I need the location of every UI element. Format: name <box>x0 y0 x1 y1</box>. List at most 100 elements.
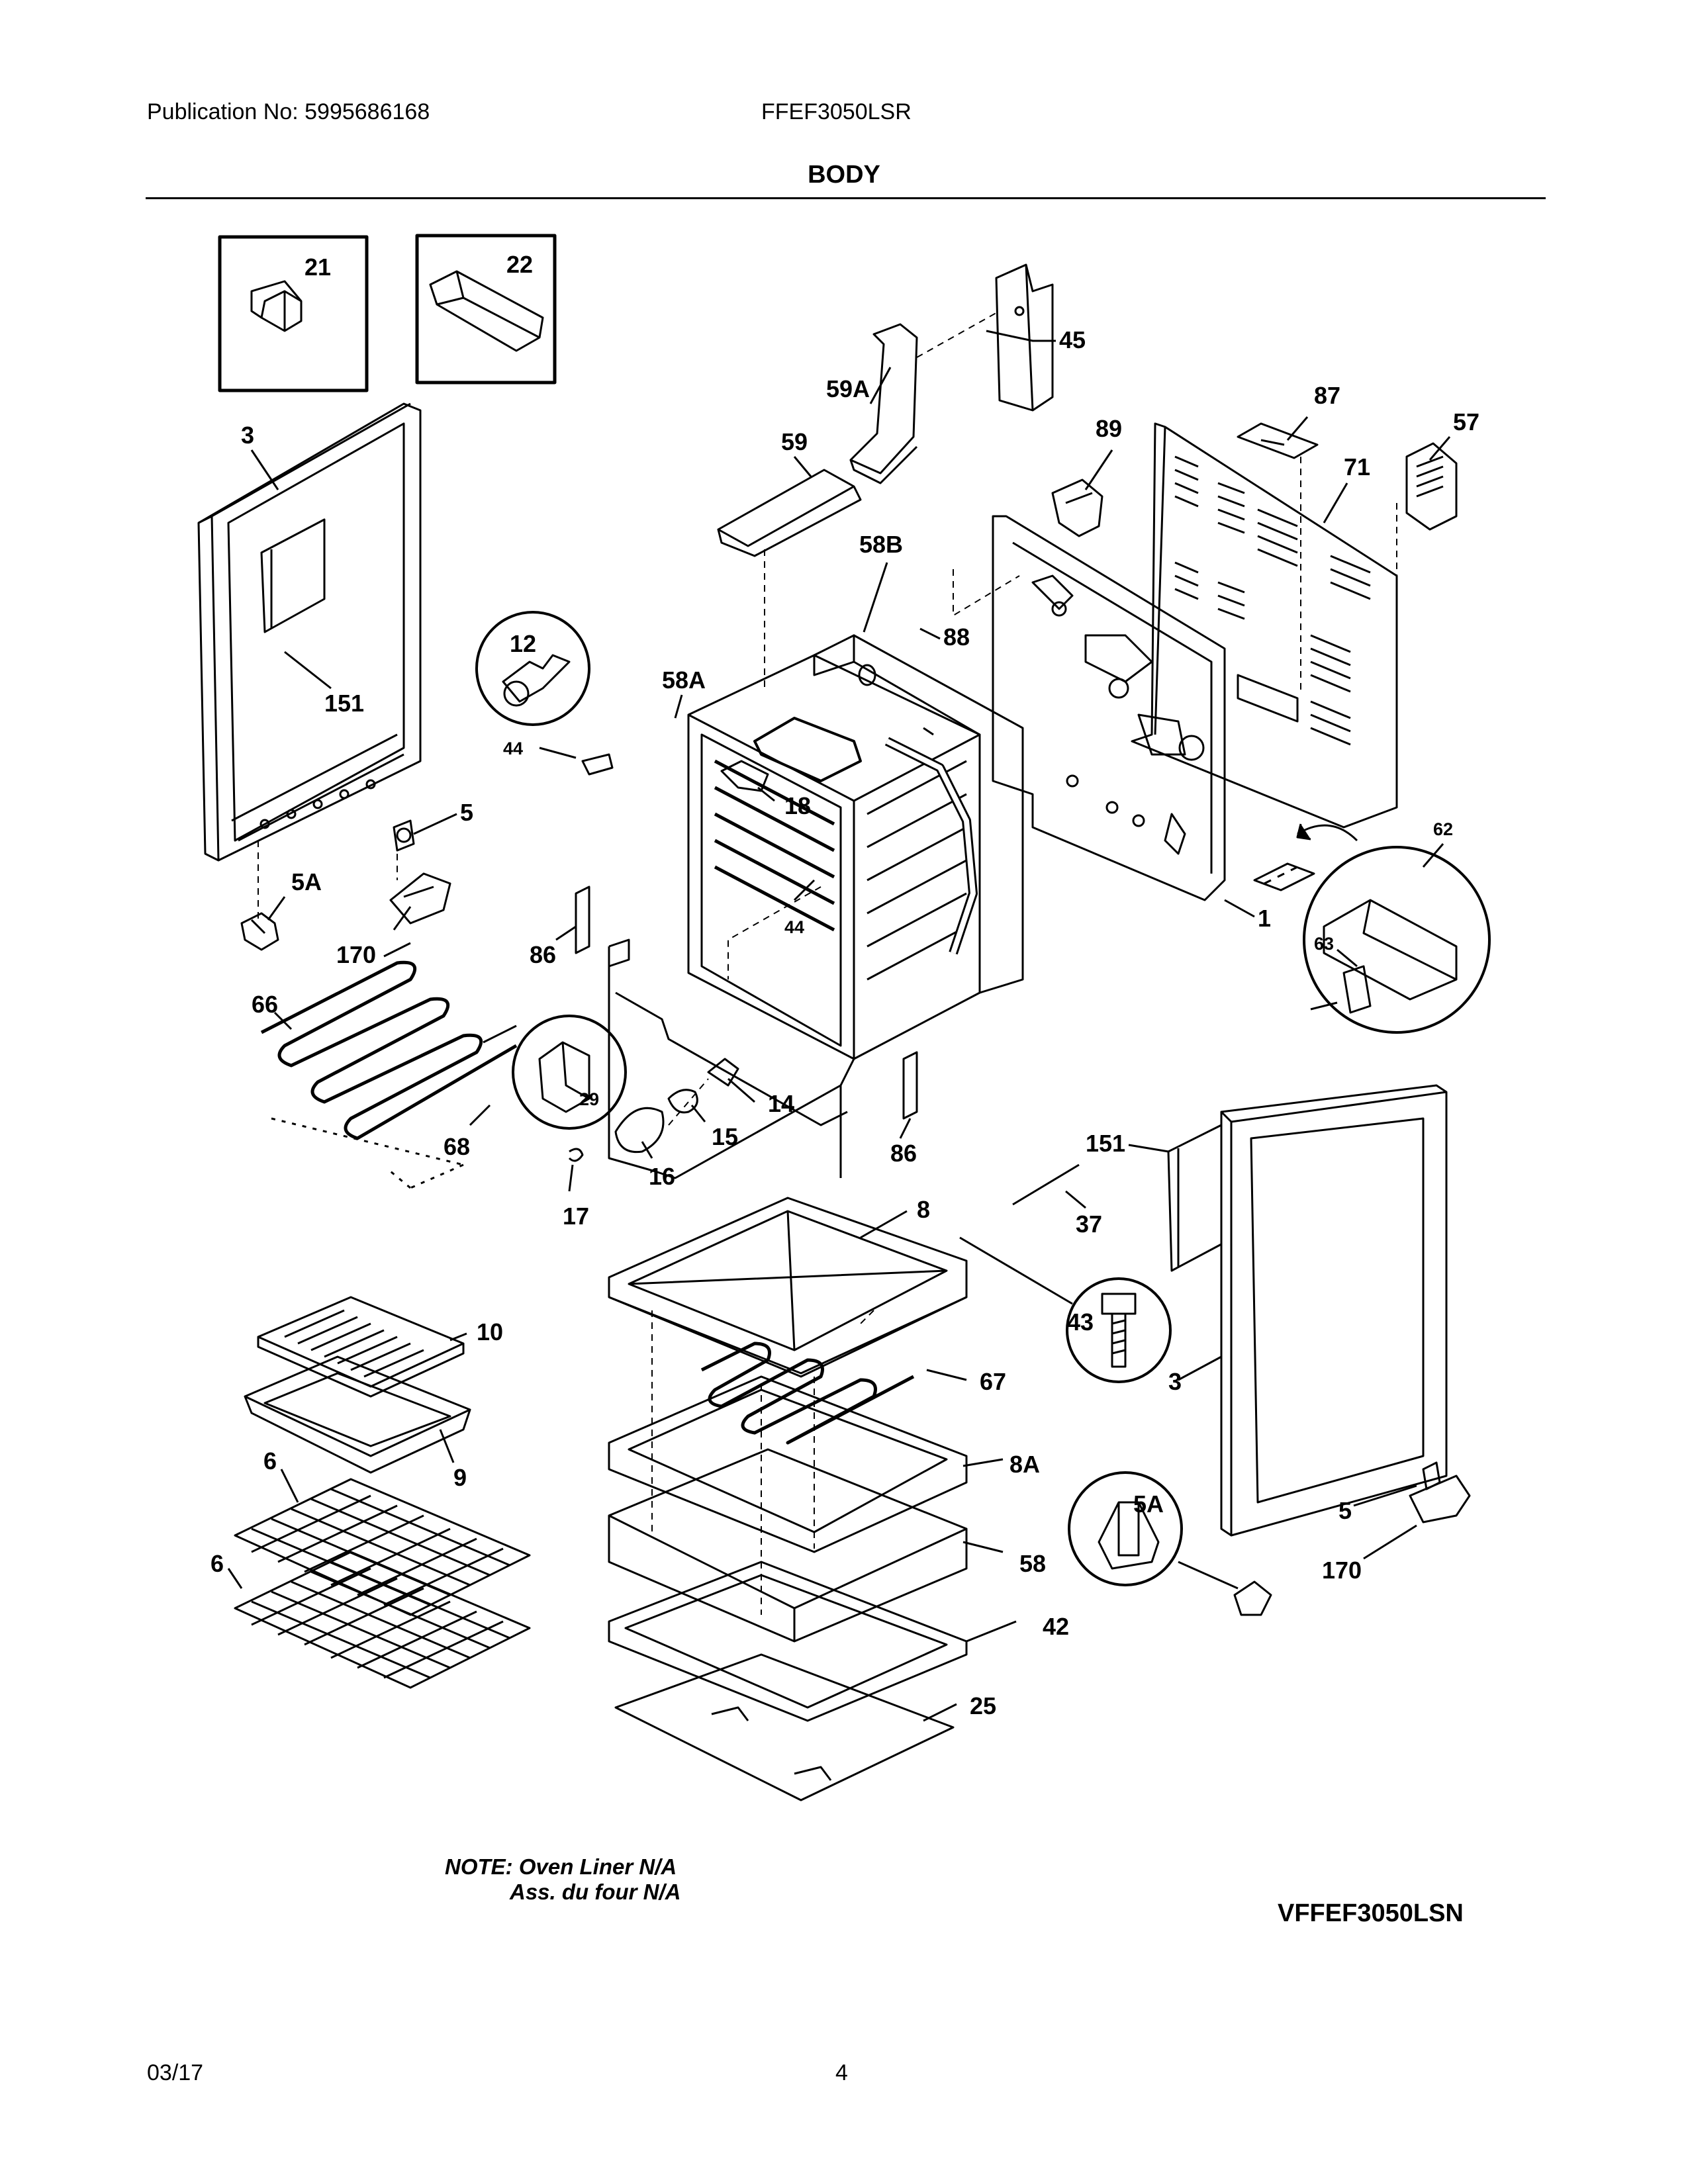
broil-element-67 <box>700 1342 915 1445</box>
bracket-170-left <box>389 872 451 925</box>
leader-14 <box>727 1077 755 1103</box>
callout-3-right: 3 <box>1168 1368 1182 1395</box>
leader-62 <box>1422 843 1444 868</box>
note-line-2: Ass. du four N/A <box>510 1880 681 1904</box>
leader-42 <box>966 1620 1017 1643</box>
leader-58B <box>863 562 888 633</box>
callout-63: 63 <box>1314 934 1334 954</box>
callout-15: 15 <box>712 1123 738 1150</box>
callout-58A: 58A <box>662 666 706 694</box>
inset-box-22 <box>415 234 557 385</box>
side-panel-3-right <box>1220 1084 1448 1537</box>
callout-14: 14 <box>768 1090 794 1117</box>
rear-frame-1 <box>992 515 1226 901</box>
callout-16: 16 <box>649 1163 675 1190</box>
callout-18: 18 <box>784 792 811 819</box>
callout-12: 12 <box>510 630 536 657</box>
leader-37 <box>1065 1190 1086 1209</box>
callout-87: 87 <box>1314 382 1340 409</box>
arrow-head <box>1296 823 1311 841</box>
wire-37 <box>1012 1163 1080 1206</box>
lamp-cover-16 <box>614 1107 665 1154</box>
callout-8A: 8A <box>1009 1451 1040 1478</box>
insulation-58B <box>813 634 1024 994</box>
callout-66: 66 <box>252 991 278 1018</box>
leader-25 <box>923 1703 957 1722</box>
leader-68 <box>469 1104 491 1126</box>
leader-58 <box>962 1541 1004 1553</box>
leader-44b <box>793 879 816 901</box>
leader-170-right <box>1363 1524 1417 1560</box>
page-number: 4 <box>835 2060 848 2085</box>
broiler-grid-10 <box>257 1296 465 1398</box>
leader-57 <box>1429 436 1451 461</box>
leader-17 <box>568 1164 574 1192</box>
oven-cavity-58A <box>608 654 981 1179</box>
leader-15 <box>690 1105 706 1122</box>
inset-62 <box>1303 846 1491 1034</box>
page-title: BODY <box>808 161 880 189</box>
leveler-5-left <box>393 819 415 852</box>
plate-87 <box>1237 422 1319 459</box>
diagram-code: VFFEF3050LSN <box>1278 1899 1464 1927</box>
leader-44a <box>539 747 577 759</box>
leader-1 <box>1224 899 1255 918</box>
leader-45 <box>986 330 1056 342</box>
callout-10: 10 <box>477 1318 503 1345</box>
callout-86-right: 86 <box>890 1140 917 1167</box>
leader-170-left <box>393 906 412 931</box>
element-bracket <box>383 942 517 1044</box>
leader-16 <box>641 1141 653 1159</box>
side-panel-3-left <box>197 402 422 862</box>
callout-6-upper: 6 <box>263 1447 277 1475</box>
callout-67: 67 <box>980 1368 1006 1395</box>
socket-14 <box>707 1058 739 1087</box>
callout-71: 71 <box>1344 453 1370 480</box>
leader-8A <box>962 1458 1004 1467</box>
sensor-12 <box>581 753 614 776</box>
callout-89: 89 <box>1096 415 1122 442</box>
inset-29 <box>512 1015 627 1130</box>
leader-5-right <box>1353 1484 1417 1507</box>
leader-5-left <box>413 813 457 835</box>
oven-rack-6-lower <box>234 1551 531 1689</box>
broiler-pan-9 <box>244 1355 471 1474</box>
inset-43 <box>1066 1277 1172 1383</box>
back-panel-71 <box>1131 422 1398 829</box>
note-line-1: NOTE: Oven Liner N/A <box>445 1854 677 1879</box>
leader-86-left <box>555 925 577 941</box>
duct-59A <box>849 323 918 484</box>
insulation-58 <box>608 1448 968 1643</box>
callout-170-left: 170 <box>336 941 376 968</box>
leader-89 <box>1084 449 1113 490</box>
leader-6b <box>227 1568 243 1589</box>
leader-18 <box>757 786 775 802</box>
leader-9 <box>439 1429 455 1463</box>
callout-1: 1 <box>1258 905 1271 932</box>
callout-151-left: 151 <box>324 690 364 717</box>
leader-151-left <box>284 651 332 690</box>
leader-87 <box>1286 416 1309 441</box>
oven-top-8 <box>608 1197 968 1378</box>
bake-element-66 <box>260 960 518 1140</box>
leveler-5-right <box>1422 1461 1441 1490</box>
inset-12 <box>475 611 590 726</box>
leader-63 <box>1336 948 1358 968</box>
leader-88 <box>919 627 941 640</box>
callout-17: 17 <box>563 1203 589 1230</box>
callout-68: 68 <box>444 1133 470 1160</box>
leader-3-right <box>1178 1355 1222 1381</box>
callout-62: 62 <box>1433 819 1453 839</box>
leg-5A-left <box>240 912 279 951</box>
leader-59A <box>869 367 892 404</box>
callout-58: 58 <box>1019 1550 1046 1577</box>
bracket-89 <box>1051 478 1103 537</box>
leg-5A-right <box>1233 1580 1272 1616</box>
bracket-45 <box>995 263 1054 412</box>
callout-42: 42 <box>1043 1613 1069 1640</box>
callout-5-right: 5 <box>1338 1497 1352 1524</box>
callout-37: 37 <box>1076 1210 1102 1238</box>
leader-66 <box>273 1011 293 1030</box>
callout-5A-left: 5A <box>291 868 322 895</box>
